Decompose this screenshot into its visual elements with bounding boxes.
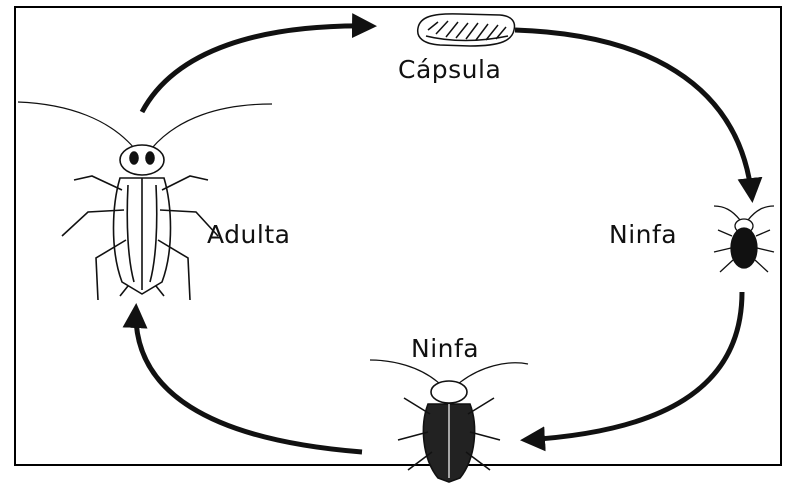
large-nymph-label: Ninfa bbox=[411, 336, 479, 361]
small-nymph-icon bbox=[714, 206, 774, 272]
small-nymph-label: Ninfa bbox=[609, 222, 677, 247]
arrow-nymph-to-large-nymph bbox=[525, 292, 742, 440]
egg-capsule-icon bbox=[418, 14, 515, 46]
adult-label: Adulta bbox=[207, 222, 290, 247]
arrow-large-nymph-to-adult bbox=[136, 308, 362, 452]
adult-cockroach-icon bbox=[18, 102, 272, 300]
capsule-label: Cápsula bbox=[398, 57, 501, 82]
large-nymph-icon bbox=[370, 360, 528, 482]
arrow-capsule-to-nymph bbox=[515, 30, 752, 198]
arrow-adult-to-capsule bbox=[142, 26, 372, 112]
